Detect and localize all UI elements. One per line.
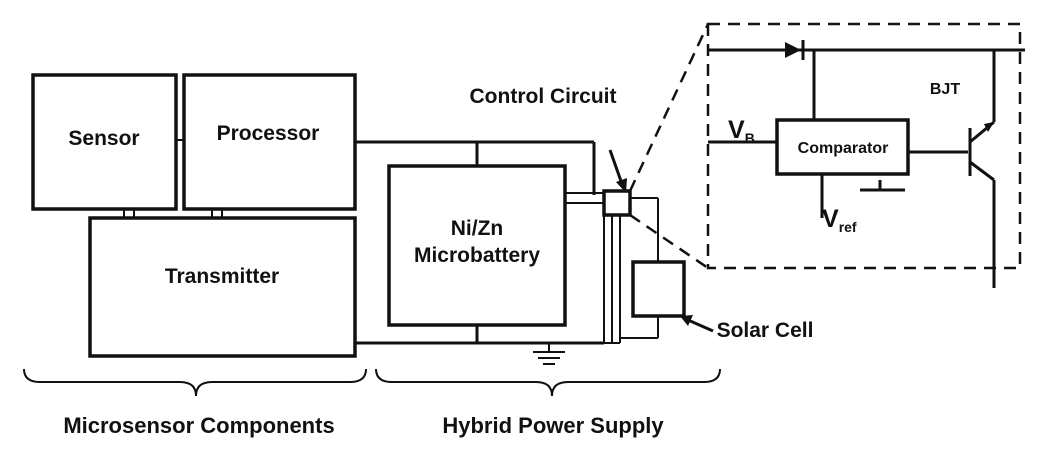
processor-block	[182, 73, 357, 211]
inset-schematic: Comparator VB Vref BJT	[708, 40, 1025, 288]
battery-label-line2: Microbattery	[414, 244, 540, 267]
battery-label-line1: Ni/Zn	[451, 217, 504, 240]
diode-icon	[785, 42, 801, 58]
microsensor-components-group: Sensor Processor Transmitter	[31, 73, 357, 358]
solar-cell-label: Solar Cell	[717, 319, 814, 342]
control-circuit-arrowhead	[616, 178, 627, 193]
ground-symbol	[533, 343, 565, 365]
solar-cell-arrowhead	[680, 315, 693, 326]
comparator-block	[775, 118, 910, 176]
control-circuit-detail-inset	[706, 22, 1022, 270]
vb-label: VB	[728, 116, 755, 146]
control-circuit-label: Control Circuit	[470, 85, 617, 108]
transmitter-block	[88, 216, 357, 358]
zoom-line-top	[628, 23, 710, 192]
processor-label: Processor	[217, 122, 320, 145]
sensor-block	[31, 73, 178, 211]
sensor-label: Sensor	[68, 127, 139, 150]
power-rails	[355, 140, 604, 345]
zoom-line-bottom	[629, 213, 709, 270]
hybrid-power-supply-label: Hybrid Power Supply	[442, 413, 664, 438]
control-circuit-arrow	[608, 149, 624, 185]
battery-group: Ni/Zn Microbattery	[387, 164, 567, 327]
solar-cell-block	[631, 260, 686, 318]
control-circuit-block	[602, 189, 632, 217]
transmitter-label: Transmitter	[165, 265, 279, 288]
power-supply-brace	[375, 368, 721, 397]
microsensor-components-label: Microsensor Components	[63, 413, 334, 438]
solar-cell-arrow	[687, 318, 714, 333]
microsensor-brace	[23, 368, 367, 397]
vref-label: Vref	[822, 205, 857, 235]
microbattery-block	[387, 164, 567, 327]
bjt-collector	[969, 160, 995, 182]
bjt-label: BJT	[930, 81, 960, 98]
comparator-label: Comparator	[798, 140, 889, 157]
control-wiring	[565, 192, 659, 344]
